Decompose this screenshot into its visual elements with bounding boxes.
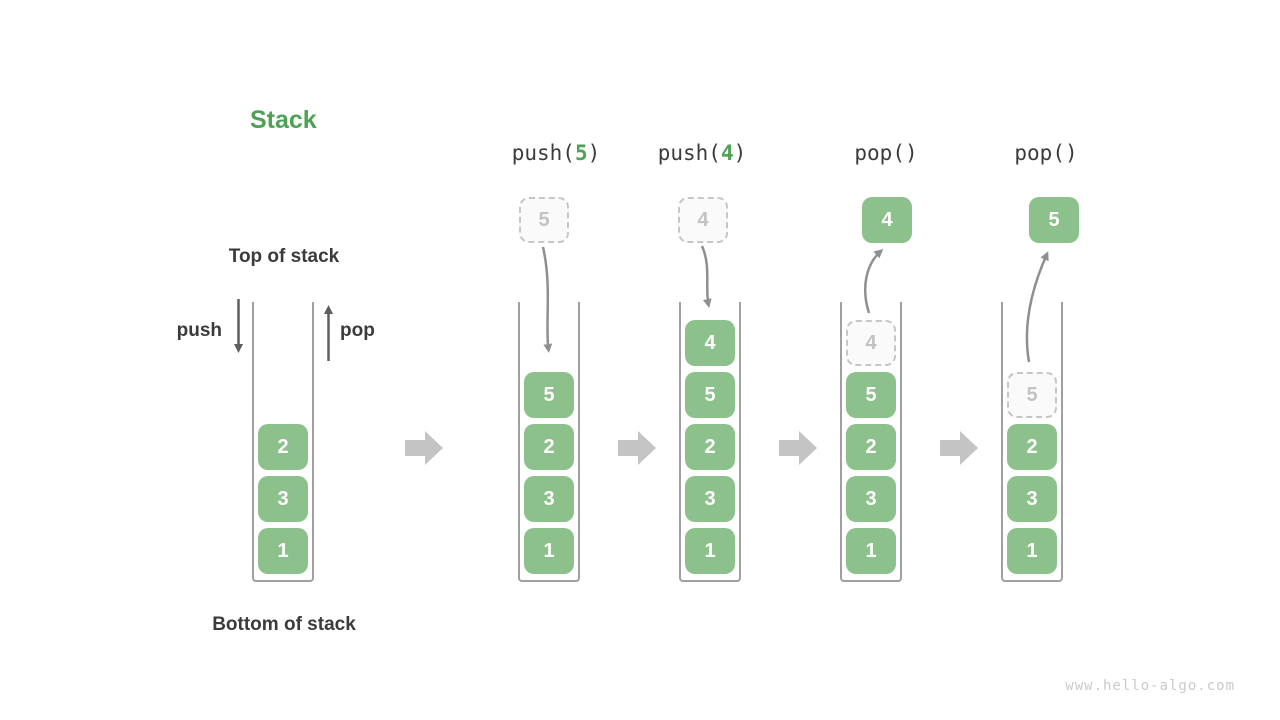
op-text: push( [511,141,575,165]
stack-cell-ghost: 5 [1007,372,1057,418]
op-arg: 4 [720,141,734,165]
operation-label-push-5: push(5) [471,141,641,165]
op-text: ) [733,141,747,165]
bottom-of-stack-label: Bottom of stack [212,614,356,635]
stack-cell: 2 [846,424,896,470]
stack-container-4 [840,302,902,582]
op-text: pop() [854,141,918,165]
stack-cell: 1 [846,528,896,574]
stack-container-3 [679,302,741,582]
floating-cell: 4 [862,197,912,243]
stack-cell: 2 [258,424,308,470]
op-text: pop() [1014,141,1078,165]
op-text: push( [657,141,721,165]
step-arrow-3 [779,431,817,465]
stack-cell: 5 [524,372,574,418]
stack-container-5 [1001,302,1063,582]
step-arrow-4 [940,431,978,465]
watermark: www.hello-algo.com [1065,678,1235,694]
diagram-title: Stack [250,106,317,134]
stack-cell: 3 [846,476,896,522]
operation-label-pop-1: pop() [801,141,971,165]
stack-cell: 1 [1007,528,1057,574]
push-label: push [176,320,222,341]
floating-cell: 5 [1029,197,1079,243]
stack-cell: 3 [258,476,308,522]
stack-cell: 5 [846,372,896,418]
stack-cell: 1 [258,528,308,574]
stack-container-2 [518,302,580,582]
top-of-stack-label: Top of stack [228,246,340,267]
stack-cell: 2 [1007,424,1057,470]
step-arrow-1 [405,431,443,465]
stack-cell: 3 [685,476,735,522]
op-text: ) [587,141,601,165]
stack-cell: 1 [524,528,574,574]
stack-cell: 1 [685,528,735,574]
operation-label-push-4: push(4) [617,141,787,165]
floating-cell-ghost: 5 [519,197,569,243]
stack-cell-ghost: 4 [846,320,896,366]
stack-cell: 2 [524,424,574,470]
push-4-curve-arrow [700,245,712,308]
stack-cell: 3 [524,476,574,522]
pop-label: pop [340,320,375,341]
stack-cell: 4 [685,320,735,366]
stack-cell: 5 [685,372,735,418]
stack-container-1 [252,302,314,582]
stack-cell: 3 [1007,476,1057,522]
floating-cell-ghost: 4 [678,197,728,243]
op-arg: 5 [574,141,588,165]
step-arrow-2 [618,431,656,465]
operation-label-pop-2: pop() [961,141,1131,165]
stack-cell: 2 [685,424,735,470]
